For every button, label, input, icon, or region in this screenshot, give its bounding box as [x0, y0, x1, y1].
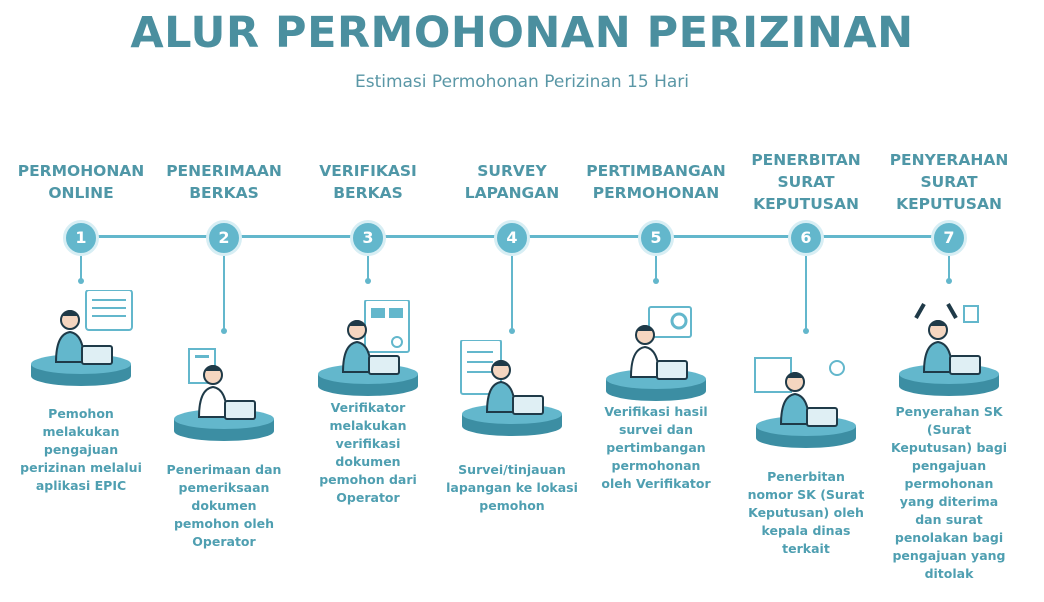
step-7-connector-dot [946, 278, 952, 284]
step-4-connector-dot [509, 328, 515, 334]
step-6-description: Penerbitan nomor SK (Surat Keputusan) ol… [747, 469, 865, 556]
step-1-connector-dot [78, 278, 84, 284]
step-4-description: Survei/tinjauan lapangan ke lokasi pemoh… [446, 462, 578, 513]
step-1-illustration [26, 289, 136, 394]
step-2-illustration [169, 345, 279, 449]
step-7-description: Penyerahan SK (Surat Keputusan) bagi pen… [890, 404, 1008, 581]
step-3-number-badge: 3 [350, 220, 386, 256]
step-3-description: Verifikator melakukan verifikasi dokumen… [319, 400, 417, 505]
step-4-connector [511, 256, 513, 330]
step-5-description: Verifikasi hasil survei dan pertimbangan… [601, 404, 711, 491]
step-1-connector [80, 256, 82, 280]
step-2-connector [223, 256, 225, 330]
step-6-illustration [751, 352, 861, 456]
page-subtitle: Estimasi Permohonan Perizinan 15 Hari [354, 72, 690, 92]
step-3-connector [367, 256, 369, 280]
step-2-description: Penerimaan dan pemeriksaan dokumen pemoh… [166, 462, 282, 549]
step-2-connector-dot [221, 328, 227, 334]
step-3-connector-dot [365, 278, 371, 284]
step-6-number-badge: 6 [788, 220, 824, 256]
step-1-heading: PERMOHONAN ONLINE [17, 162, 145, 202]
step-6-heading: PENERBITAN SURAT KEPUTUSAN [751, 151, 861, 213]
step-5-heading: PERTIMBANGAN PERMOHONAN [586, 162, 726, 202]
step-7-number-badge: 7 [931, 220, 967, 256]
step-4-number-badge: 4 [494, 220, 530, 256]
step-7-heading: PENYERAHAN SURAT KEPUTUSAN [889, 151, 1009, 213]
step-2-heading: PENERIMAAN BERKAS [166, 162, 282, 202]
step-3-heading: VERIFIKASI BERKAS [319, 162, 417, 202]
step-1-number-badge: 1 [63, 220, 99, 256]
step-5-number-badge: 5 [638, 220, 674, 256]
step-2-number-badge: 2 [206, 220, 242, 256]
page-title: ALUR PERMOHONAN PERIZINAN [130, 8, 914, 58]
step-5-connector-dot [653, 278, 659, 284]
step-7-connector [948, 256, 950, 280]
step-4-heading: SURVEY LAPANGAN [464, 162, 560, 202]
step-4-illustration [457, 339, 567, 444]
step-5-connector [655, 256, 657, 280]
step-6-connector-dot [803, 328, 809, 334]
step-1-description: Pemohon melakukan pengajuan perizinan me… [20, 406, 142, 493]
step-3-illustration [313, 299, 423, 404]
step-5-illustration [601, 305, 711, 409]
step-6-connector [805, 256, 807, 330]
step-7-illustration [894, 300, 1004, 404]
